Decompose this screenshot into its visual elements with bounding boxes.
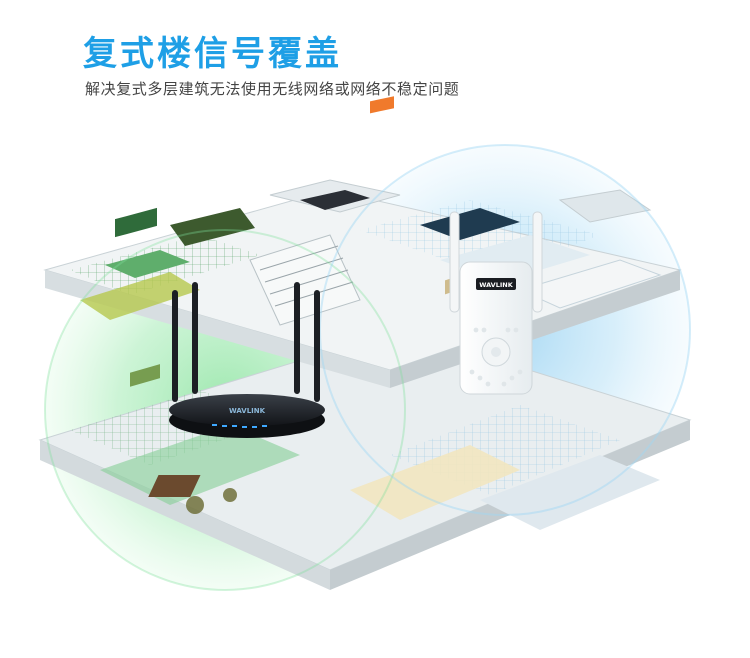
router-antenna (294, 282, 300, 394)
extender-antenna (532, 211, 543, 313)
router-antenna (172, 290, 178, 402)
router-antenna (192, 282, 198, 394)
extender-brand-label: WAVLINK (479, 281, 513, 289)
extender-device: WAVLINK (449, 211, 543, 395)
page-title: 复式楼信号覆盖 (83, 34, 342, 74)
router-device: WAVLINK (169, 282, 325, 438)
router-brand-label: WAVLINK (229, 407, 266, 415)
page-subtitle: 解决复式多层建筑无法使用无线网络或网络不稳定问题 (85, 80, 460, 98)
router-antenna (314, 290, 320, 402)
extender-antenna (449, 211, 460, 313)
